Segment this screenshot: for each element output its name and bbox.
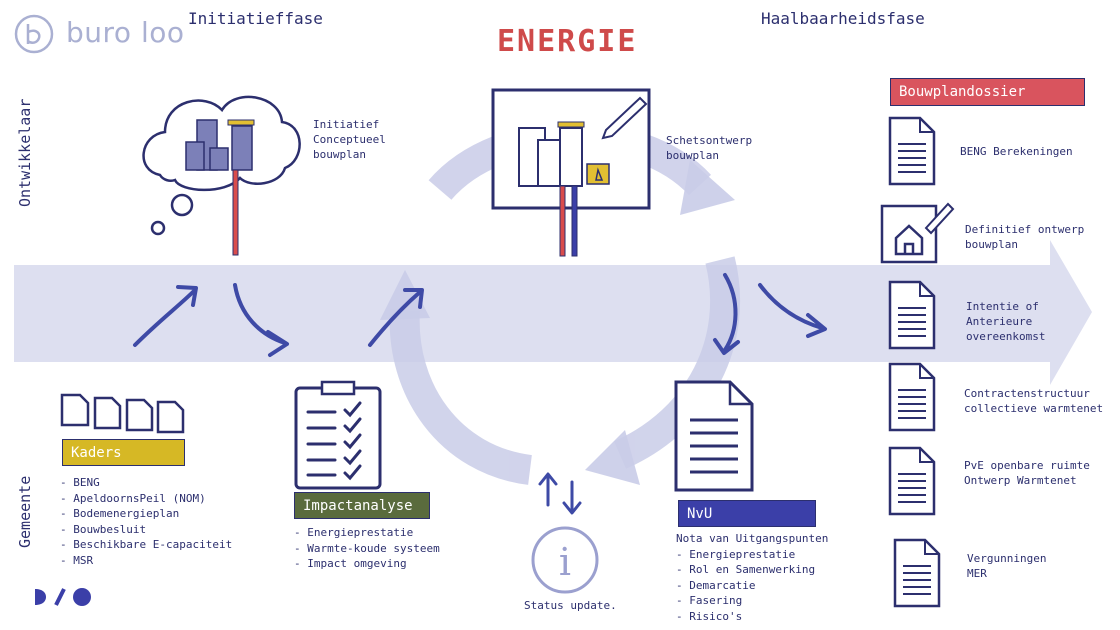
- impact-header: Impactanalyse: [294, 492, 430, 519]
- bouwplan-doc-label: Vergunningen MER: [967, 552, 1047, 580]
- cloud-icon: [142, 95, 301, 236]
- bouwplan-header: Bouwplandossier: [890, 78, 1085, 106]
- kaders-header: Kaders: [62, 439, 185, 466]
- document-icon: [888, 116, 936, 186]
- impact-title: Impactanalyse: [303, 497, 413, 514]
- svg-text:i: i: [559, 540, 571, 584]
- list-item: ApeldoornsPeil (NOM): [60, 491, 232, 507]
- drawing-board-icon: [491, 88, 651, 257]
- brand-name: buro loo: [66, 16, 185, 49]
- info-icon: [531, 526, 599, 594]
- list-item: MSR: [60, 553, 232, 569]
- bouwplan-doc-label: PvE openbare ruimte Ontwerp Warmtenet: [964, 459, 1090, 487]
- list-item: Beschikbare E-capaciteit: [60, 537, 232, 553]
- buildings-icon: [185, 119, 253, 171]
- kaders-documents-icon: [60, 393, 185, 434]
- cycle-arrowhead: [680, 160, 735, 215]
- list-item: Demarcatie: [676, 578, 828, 594]
- kaders-title: Kaders: [71, 444, 122, 461]
- list-item: Risico's: [676, 609, 828, 625]
- initiatief-label: Initiatief Conceptueel bouwplan: [313, 118, 386, 161]
- phase-haalbaarheid-heading: Haalbaarheidsfase: [761, 9, 925, 28]
- document-icon: [893, 538, 941, 608]
- list-item: Bodemenergieplan: [60, 506, 232, 522]
- document-icon: [888, 446, 936, 516]
- bouwplan-doc-label: Intentie of Anterieure overeenkomst: [966, 300, 1046, 343]
- blueprint-icon: [880, 202, 955, 264]
- phase-initiatief-heading: Initiatieffase: [188, 9, 323, 28]
- schets-label: Schetsontwerp bouwplan: [666, 134, 753, 162]
- cycle-arrowhead: [585, 430, 640, 485]
- bouwplan-doc-label: BENG Berekeningen: [960, 145, 1073, 158]
- nvu-title: NvU: [687, 505, 713, 522]
- footer-logo-icon: [35, 588, 91, 606]
- bouwplan-doc-label: Definitief ontwerp bouwplan: [965, 223, 1085, 251]
- clipboard-icon: [294, 380, 382, 490]
- page-title: ENERGIE: [497, 24, 638, 59]
- document-icon: [888, 280, 936, 350]
- cycle-arrowhead: [380, 270, 430, 320]
- nvu-header: NvU: [678, 500, 816, 527]
- nvu-subtitle: Nota van Uitgangspunten: [676, 532, 829, 545]
- bouwplan-title: Bouwplandossier: [899, 84, 1026, 100]
- side-label-gemeente: Gemeente: [16, 475, 34, 548]
- document-icon: [888, 362, 936, 432]
- kaders-list: BENG ApeldoornsPeil (NOM) Bodemenergiepl…: [60, 475, 232, 568]
- status-label: Status update.: [524, 599, 617, 612]
- list-item: Impact omgeving: [294, 556, 440, 572]
- nvu-list: Nota van Uitgangspunten Energieprestatie…: [676, 531, 828, 624]
- nvu-document-icon: [674, 380, 754, 492]
- list-item: Fasering: [676, 593, 828, 609]
- list-item: Warmte-koude systeem: [294, 541, 439, 557]
- timeline-band-arrow: [14, 240, 1092, 385]
- bouwplan-doc-label: Contractenstructuur collectieve warmtene…: [964, 387, 1104, 415]
- list-item: Rol en Samenwerking: [676, 562, 828, 578]
- list-item: BENG: [60, 475, 232, 491]
- impact-list: Energieprestatie Warmte-koude systeem Im…: [294, 525, 440, 572]
- list-item: Energieprestatie: [676, 547, 828, 563]
- side-label-ontwikkelaar: Ontwikkelaar: [16, 98, 34, 207]
- logo-mark-icon: [14, 14, 54, 54]
- list-item: Bouwbesluit: [60, 522, 232, 538]
- logo: buro loo: [14, 14, 189, 54]
- list-item: Energieprestatie: [294, 525, 440, 541]
